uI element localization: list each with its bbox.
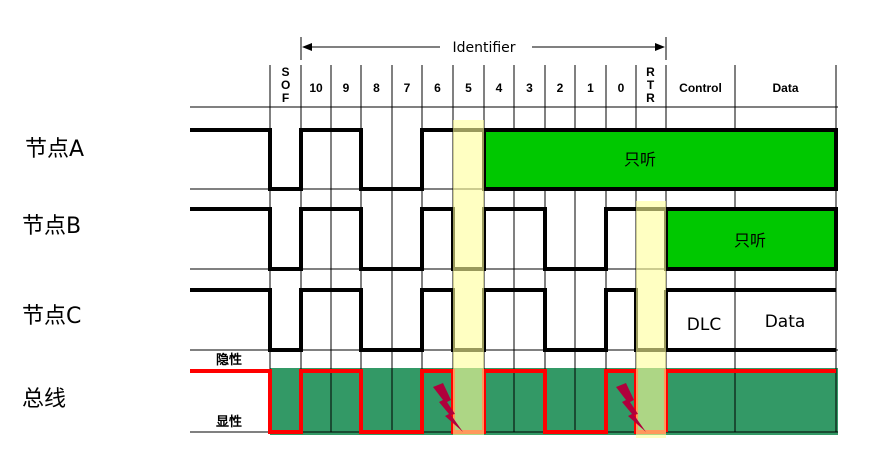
bit-header-9: 9 [343, 81, 350, 95]
node-c-dlc: DLC [687, 315, 721, 335]
bit-header-7: 7 [404, 81, 411, 95]
bit-header-0: 0 [618, 81, 625, 95]
dominant-label: 显性 [216, 415, 243, 430]
node-a-waveform [190, 128, 484, 191]
bit-header-4: 4 [496, 81, 503, 95]
recessive-label: 隐性 [216, 353, 243, 368]
arbitration-highlight-bit5 [453, 120, 484, 435]
arrow-left-icon [302, 43, 312, 51]
node-b-listen-label: 只听 [734, 231, 766, 250]
bit-header-2: 2 [557, 81, 564, 95]
bit-header-1: 1 [587, 81, 594, 95]
arbitration-highlight-rtr [636, 201, 666, 438]
bit-header-6: 6 [434, 81, 441, 95]
bus-label: 总线 [22, 387, 67, 412]
node-b-label: 节点B [22, 214, 82, 239]
arrow-right-icon [655, 43, 665, 51]
node-a-label: 节点A [25, 137, 85, 162]
node-b-listen-box [664, 207, 838, 271]
node-c-waveform [190, 288, 666, 352]
bit-header-10: 10 [309, 81, 323, 95]
identifier-label: Identifier [452, 40, 515, 56]
bit-header-3: 3 [526, 81, 533, 95]
node-b-waveform [190, 207, 666, 271]
data-header: Data [772, 81, 798, 95]
bit-header-sof: SOF [281, 65, 291, 105]
node-a-listen-box [482, 128, 838, 191]
control-header: Control [679, 81, 722, 95]
lightning-bit5-icon [433, 383, 463, 432]
node-c-data: Data [765, 312, 806, 332]
lightning-rtr-icon [616, 383, 646, 432]
bit-header-rtr: RTR [646, 65, 655, 105]
bit-header-8: 8 [373, 81, 380, 95]
node-a-listen-label: 只听 [624, 150, 656, 169]
bus-background [270, 368, 838, 435]
bit-header-5: 5 [465, 81, 472, 95]
node-c-label: 节点C [22, 304, 82, 329]
